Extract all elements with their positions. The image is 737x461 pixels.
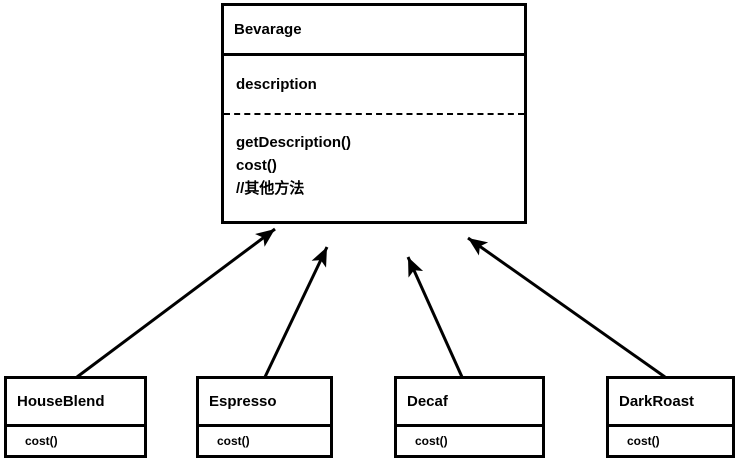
class-name-bevarage: Bevarage	[224, 6, 524, 56]
inheritance-arrow-darkroast	[467, 236, 666, 379]
class-name-espresso: Espresso	[199, 379, 330, 427]
class-method-comment-other-methods: //其他方法	[236, 180, 305, 197]
inheritance-arrow-espresso	[263, 246, 329, 378]
class-attribute-description: description	[224, 56, 524, 115]
class-box-espresso: Espresso cost()	[196, 376, 333, 458]
class-box-houseblend: HouseBlend cost()	[4, 376, 147, 458]
class-box-bevarage: Bevarage description getDescription() co…	[221, 3, 527, 224]
class-box-decaf: Decaf cost()	[394, 376, 545, 458]
class-method-getdescription: getDescription()	[236, 134, 352, 151]
class-method-cost: cost()	[415, 434, 448, 448]
inheritance-arrow-decaf	[406, 256, 464, 378]
class-method-cost: cost()	[236, 157, 277, 174]
class-box-darkroast: DarkRoast cost()	[606, 376, 735, 458]
class-name-decaf: Decaf	[397, 379, 542, 427]
class-method-cost: cost()	[627, 434, 660, 448]
class-name-houseblend: HouseBlend	[7, 379, 144, 427]
class-name-darkroast: DarkRoast	[609, 379, 732, 427]
class-method-cost: cost()	[217, 434, 250, 448]
class-method-cost: cost()	[25, 434, 58, 448]
class-methods-bevarage: getDescription() cost() //其他方法	[224, 115, 524, 200]
inheritance-arrow-houseblend	[76, 227, 276, 379]
